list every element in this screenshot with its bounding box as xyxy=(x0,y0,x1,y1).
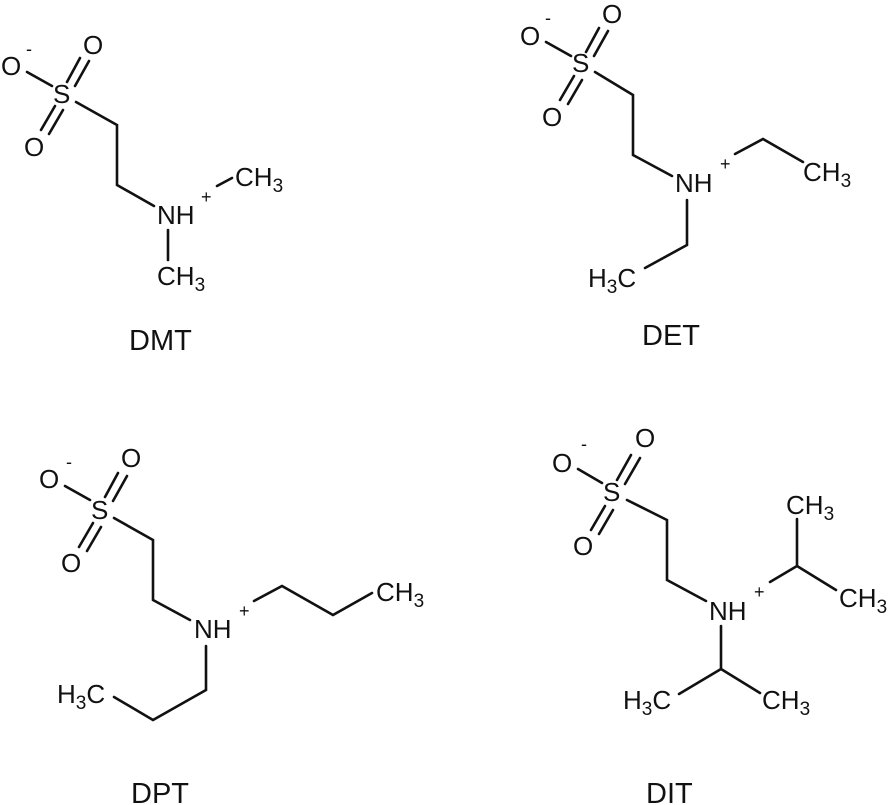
bond-s-o-top-2 xyxy=(111,474,129,503)
bond-s-o-minus xyxy=(576,467,604,485)
bond-s-o-minus xyxy=(25,70,54,88)
bond-ethyl-down xyxy=(643,198,689,270)
bond-isopropyl-right-down xyxy=(795,564,838,592)
charge-minus: - xyxy=(581,434,587,454)
bond-s-o-minus xyxy=(63,484,92,502)
bond-s-o-bottom-1 xyxy=(39,104,57,132)
charge-plus: + xyxy=(754,582,765,602)
charge-minus: - xyxy=(26,39,32,59)
atom-o-minus: O xyxy=(1,51,21,81)
molecule-dmt: O - O S O NH + CH3 CH3 DMT xyxy=(1,30,283,357)
bond-s-o-bottom-2 xyxy=(85,525,103,553)
bond-ethyl-chain xyxy=(625,498,708,603)
group-h3c-left: H3C xyxy=(588,263,636,298)
bond-isopropyl-down-right xyxy=(719,667,762,695)
molecule-dpt: O - O S O NH + CH3 H3C DPT xyxy=(39,443,424,805)
atom-o-top: O xyxy=(83,30,103,60)
bond-s-o-bottom-1 xyxy=(589,504,607,532)
group-ch3-right: CH3 xyxy=(803,157,851,192)
atom-o-bottom: O xyxy=(542,102,562,132)
group-h3c-left: H3C xyxy=(57,679,105,714)
atom-nh: NH xyxy=(675,168,713,198)
atom-o-top: O xyxy=(602,0,622,29)
bond-s-o-top-1 xyxy=(584,26,601,54)
atom-o-minus: O xyxy=(39,464,59,494)
bond-propyl-right xyxy=(252,584,374,617)
group-ch3-down: CH3 xyxy=(157,261,205,296)
group-ch3-right-top: CH3 xyxy=(786,490,834,525)
atom-s: S xyxy=(572,48,589,78)
atom-o-top: O xyxy=(635,423,655,453)
group-ch3-right: CH3 xyxy=(235,162,283,197)
charge-plus: + xyxy=(239,601,250,621)
bond-isopropyl-right-up xyxy=(768,517,799,584)
bond-isopropyl-down-left xyxy=(677,624,723,696)
molecule-label: DMT xyxy=(129,325,192,357)
charge-plus: + xyxy=(201,187,212,207)
bond-s-o-top-2 xyxy=(623,456,642,486)
group-ch3-down-right: CH3 xyxy=(762,685,810,720)
atom-o-bottom: O xyxy=(61,548,81,578)
bond-s-o-bottom-2 xyxy=(597,508,615,536)
charge-plus: + xyxy=(720,154,731,174)
bond-s-o-bottom-1 xyxy=(77,521,95,549)
molecule-label: DET xyxy=(642,320,700,352)
bond-s-o-top-2 xyxy=(73,59,91,88)
charge-minus: - xyxy=(66,452,72,472)
bond-ethyl-chain xyxy=(112,516,192,622)
bond-ethyl-right xyxy=(733,137,805,164)
group-h3c-down-left: H3C xyxy=(623,685,671,720)
atom-s: S xyxy=(53,79,70,109)
atom-nh: NH xyxy=(194,614,232,644)
bond-ethyl-chain xyxy=(74,100,156,208)
bond-ethyl-chain xyxy=(593,70,674,178)
bond-s-o-top-1 xyxy=(615,453,633,482)
atom-nh: NH xyxy=(157,200,195,230)
bond-s-o-bottom-2 xyxy=(566,78,584,106)
bond-n-ch3-right xyxy=(215,176,234,188)
atom-o-minus: O xyxy=(552,448,572,478)
bond-s-o-top-1 xyxy=(103,471,120,499)
molecule-det: O - O S O NH + CH3 H3C DET xyxy=(520,0,851,352)
group-ch3-right-bottom: CH3 xyxy=(839,583,887,618)
molecule-dit: O - O S O NH + CH3 CH3 H3C CH3 DIT xyxy=(552,423,887,805)
atom-o-bottom: O xyxy=(24,132,44,162)
atom-nh: NH xyxy=(709,596,747,626)
atom-o-minus: O xyxy=(520,21,540,51)
atom-o-top: O xyxy=(121,443,141,473)
bond-s-o-top-2 xyxy=(592,29,610,58)
bond-s-o-minus xyxy=(544,40,573,58)
group-ch3-right: CH3 xyxy=(376,577,424,612)
molecule-label: DPT xyxy=(131,778,189,805)
bond-s-o-bottom-1 xyxy=(558,74,576,102)
atom-s: S xyxy=(603,477,620,507)
atom-o-bottom: O xyxy=(573,531,593,561)
molecule-label: DIT xyxy=(646,778,693,805)
bond-propyl-down xyxy=(112,644,208,722)
bond-s-o-top-1 xyxy=(65,56,82,84)
bond-s-o-bottom-2 xyxy=(47,108,65,136)
charge-minus: - xyxy=(545,8,551,28)
atom-s: S xyxy=(91,495,108,525)
